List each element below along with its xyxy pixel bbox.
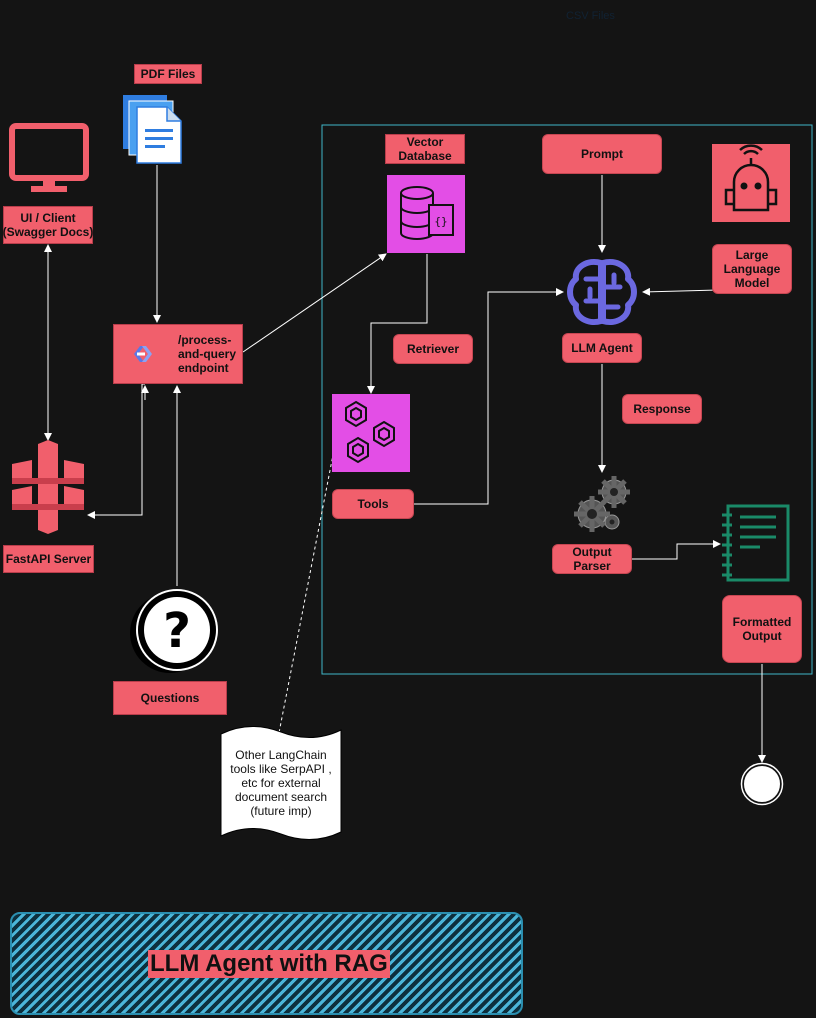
faint-csv-label: CSV Files — [566, 10, 615, 22]
output-parser-label: Output Parser — [552, 544, 632, 574]
gears-icon — [574, 476, 630, 532]
formatted-output-label: Formatted Output — [722, 595, 802, 663]
endpoint-label: /process- and-query endpoint — [178, 333, 237, 375]
future-tools-note-text: Other LangChain tools like SerpAPI , etc… — [230, 748, 332, 818]
tools-icon — [332, 394, 410, 472]
brain-icon — [567, 259, 637, 325]
fastapi-server-label: FastAPI Server — [3, 545, 94, 573]
tools-label: Tools — [332, 489, 414, 519]
edge-note-to-tools — [277, 454, 334, 739]
diagram-title: LLM Agent with RAG — [148, 950, 390, 978]
retriever-label: Retriever — [393, 334, 473, 364]
questions-label: Questions — [113, 681, 227, 715]
future-tools-note — [220, 726, 342, 840]
database-icon: {} — [387, 175, 465, 253]
api-icon — [134, 346, 152, 362]
vector-database-label: Vector Database — [385, 134, 465, 164]
endpoint-node: /process- and-query endpoint — [113, 324, 243, 384]
robot-icon — [712, 144, 790, 222]
fastapi-server-icon — [12, 440, 84, 534]
prompt-label: Prompt — [542, 134, 662, 174]
pdf-files-label: PDF Files — [134, 64, 202, 84]
edge-endpoint-to-vectordb — [242, 253, 387, 353]
edge-llm-to-agent — [642, 287, 719, 296]
monitor-icon — [9, 123, 89, 192]
output-document-icon — [722, 504, 790, 582]
edge-vectordb-to-tools — [367, 254, 428, 394]
end-node-icon — [742, 764, 782, 804]
pdf-files-icon — [123, 95, 182, 164]
svg-text:?: ? — [163, 603, 191, 659]
rag-pipeline-container — [321, 124, 813, 675]
svg-text:{}: {} — [434, 215, 447, 228]
llm-agent-label: LLM Agent — [562, 333, 642, 363]
ui-client-label: UI / Client (Swagger Docs) — [3, 206, 93, 244]
question-mark-icon: ? — [130, 589, 218, 673]
edge-parser-to-output — [632, 540, 721, 560]
response-label: Response — [622, 394, 702, 424]
large-language-model-label: Large Language Model — [712, 244, 792, 294]
edge-endpoint-fastapi — [87, 383, 145, 519]
edge-tools-to-agent — [414, 288, 564, 505]
